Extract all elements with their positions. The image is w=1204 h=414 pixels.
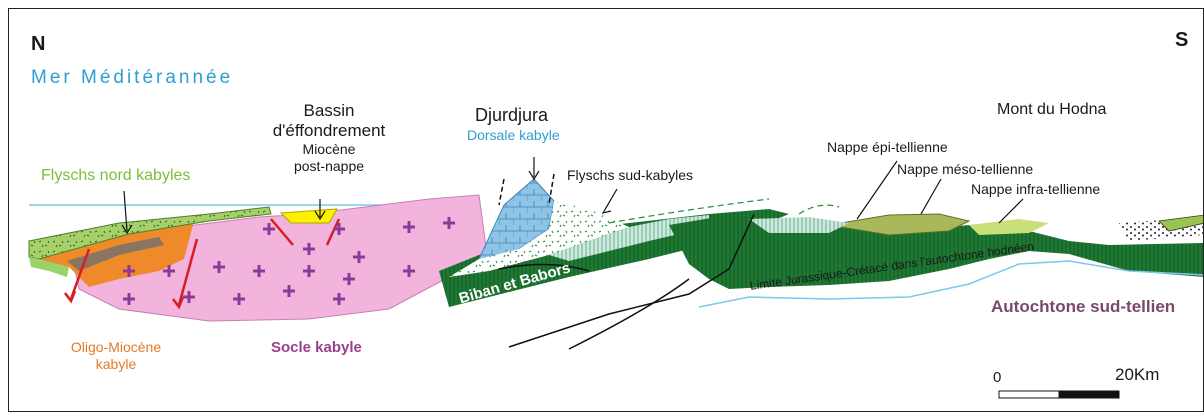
- south-label: S: [1175, 29, 1188, 52]
- djurdjura-label: Djurdjura: [475, 105, 548, 126]
- sea-label: Mer Méditérannée: [31, 67, 233, 89]
- nappe-meso-label: Nappe méso-tellienne: [897, 161, 1033, 177]
- cross-section-frame: N S Mer Méditérannée Bassin d'éffondreme…: [8, 8, 1204, 412]
- miocene-basin-fill: [281, 209, 337, 223]
- autochtone-label: Autochtone sud-tellien: [991, 297, 1175, 317]
- flyschs-sud-label: Flyschs sud-kabyles: [567, 167, 693, 183]
- nappe-epi-label: Nappe épi-tellienne: [827, 139, 948, 155]
- north-label: N: [31, 33, 45, 56]
- socle-label: Socle kabyle: [271, 339, 362, 356]
- flyschs-nord-label: Flyschs nord kabyles: [41, 167, 190, 185]
- scale-bar: [999, 391, 1119, 398]
- oligo-label: Oligo-Miocène kabyle: [51, 339, 181, 373]
- basin-label: Bassin d'éffondrement Miocène post-nappe: [249, 101, 409, 175]
- nappe-infra-unit: [969, 219, 1049, 235]
- scale-zero-label: 0: [993, 369, 1001, 386]
- dorsale-label: Dorsale kabyle: [467, 127, 560, 143]
- scale-max-label: 20Km: [1115, 365, 1159, 385]
- mont-hodna-label: Mont du Hodna: [997, 101, 1106, 119]
- nappe-infra-label: Nappe infra-tellienne: [971, 181, 1100, 197]
